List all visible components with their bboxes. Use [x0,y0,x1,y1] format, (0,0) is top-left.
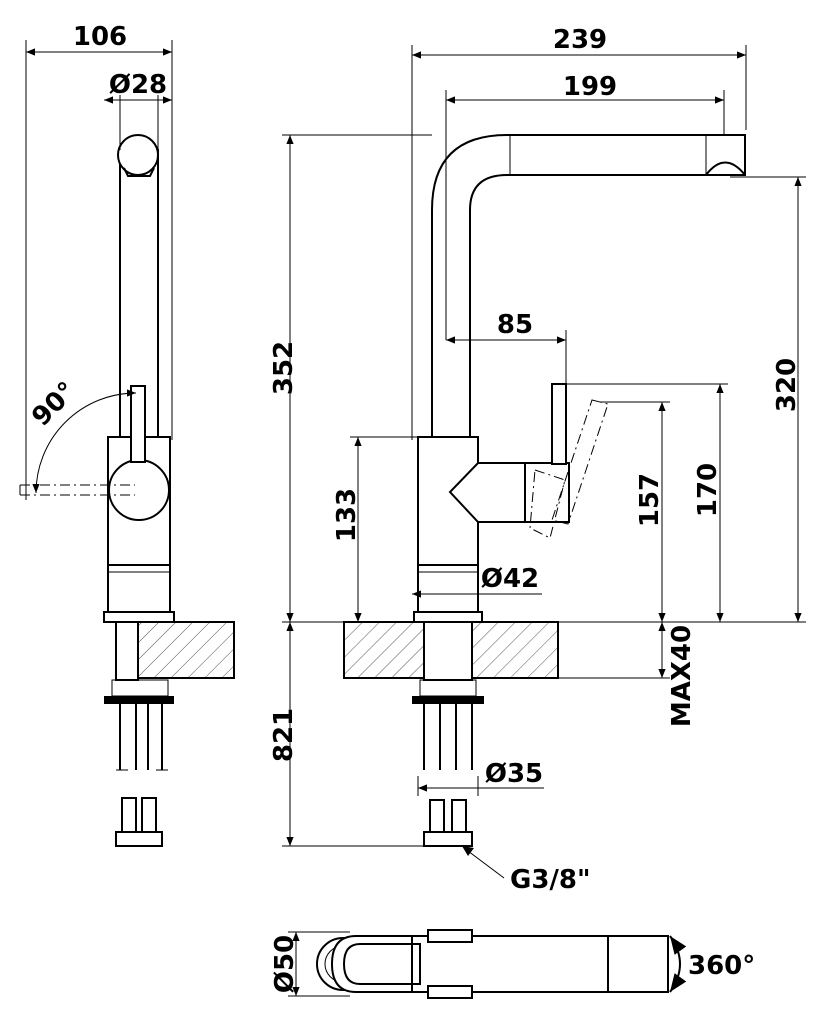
top-view: Ø50 360° [270,929,755,999]
dim-thread: G3/8" [510,865,591,895]
dim-shank-diameter: Ø35 [485,759,543,789]
dim-total-height: 352 [269,341,299,395]
dim-body-diameter: Ø42 [481,564,539,594]
dim-base-diameter: Ø50 [270,935,300,993]
dim-spout-reach: 199 [563,72,617,102]
front-view: 239 199 352 320 85 133 157 170 Ø4 [269,25,806,895]
side-view: 106 Ø28 90° [19,22,235,847]
dim-lever-height-low: 157 [635,473,665,527]
dim-total-width: 239 [553,25,607,55]
dim-body-height: 133 [332,488,362,542]
dim-lever-height-high: 170 [693,463,723,517]
dim-max-counter-thickness: MAX40 [667,625,697,727]
dim-rotation-angle: 90° [26,376,82,432]
dim-lever-offset: 85 [497,310,533,340]
dim-spout-height: 320 [772,358,802,412]
dim-side-width: 106 [73,22,127,52]
dim-side-diameter: Ø28 [109,70,167,100]
dim-hose-length: 821 [269,708,299,762]
dim-swivel: 360° [688,951,755,981]
